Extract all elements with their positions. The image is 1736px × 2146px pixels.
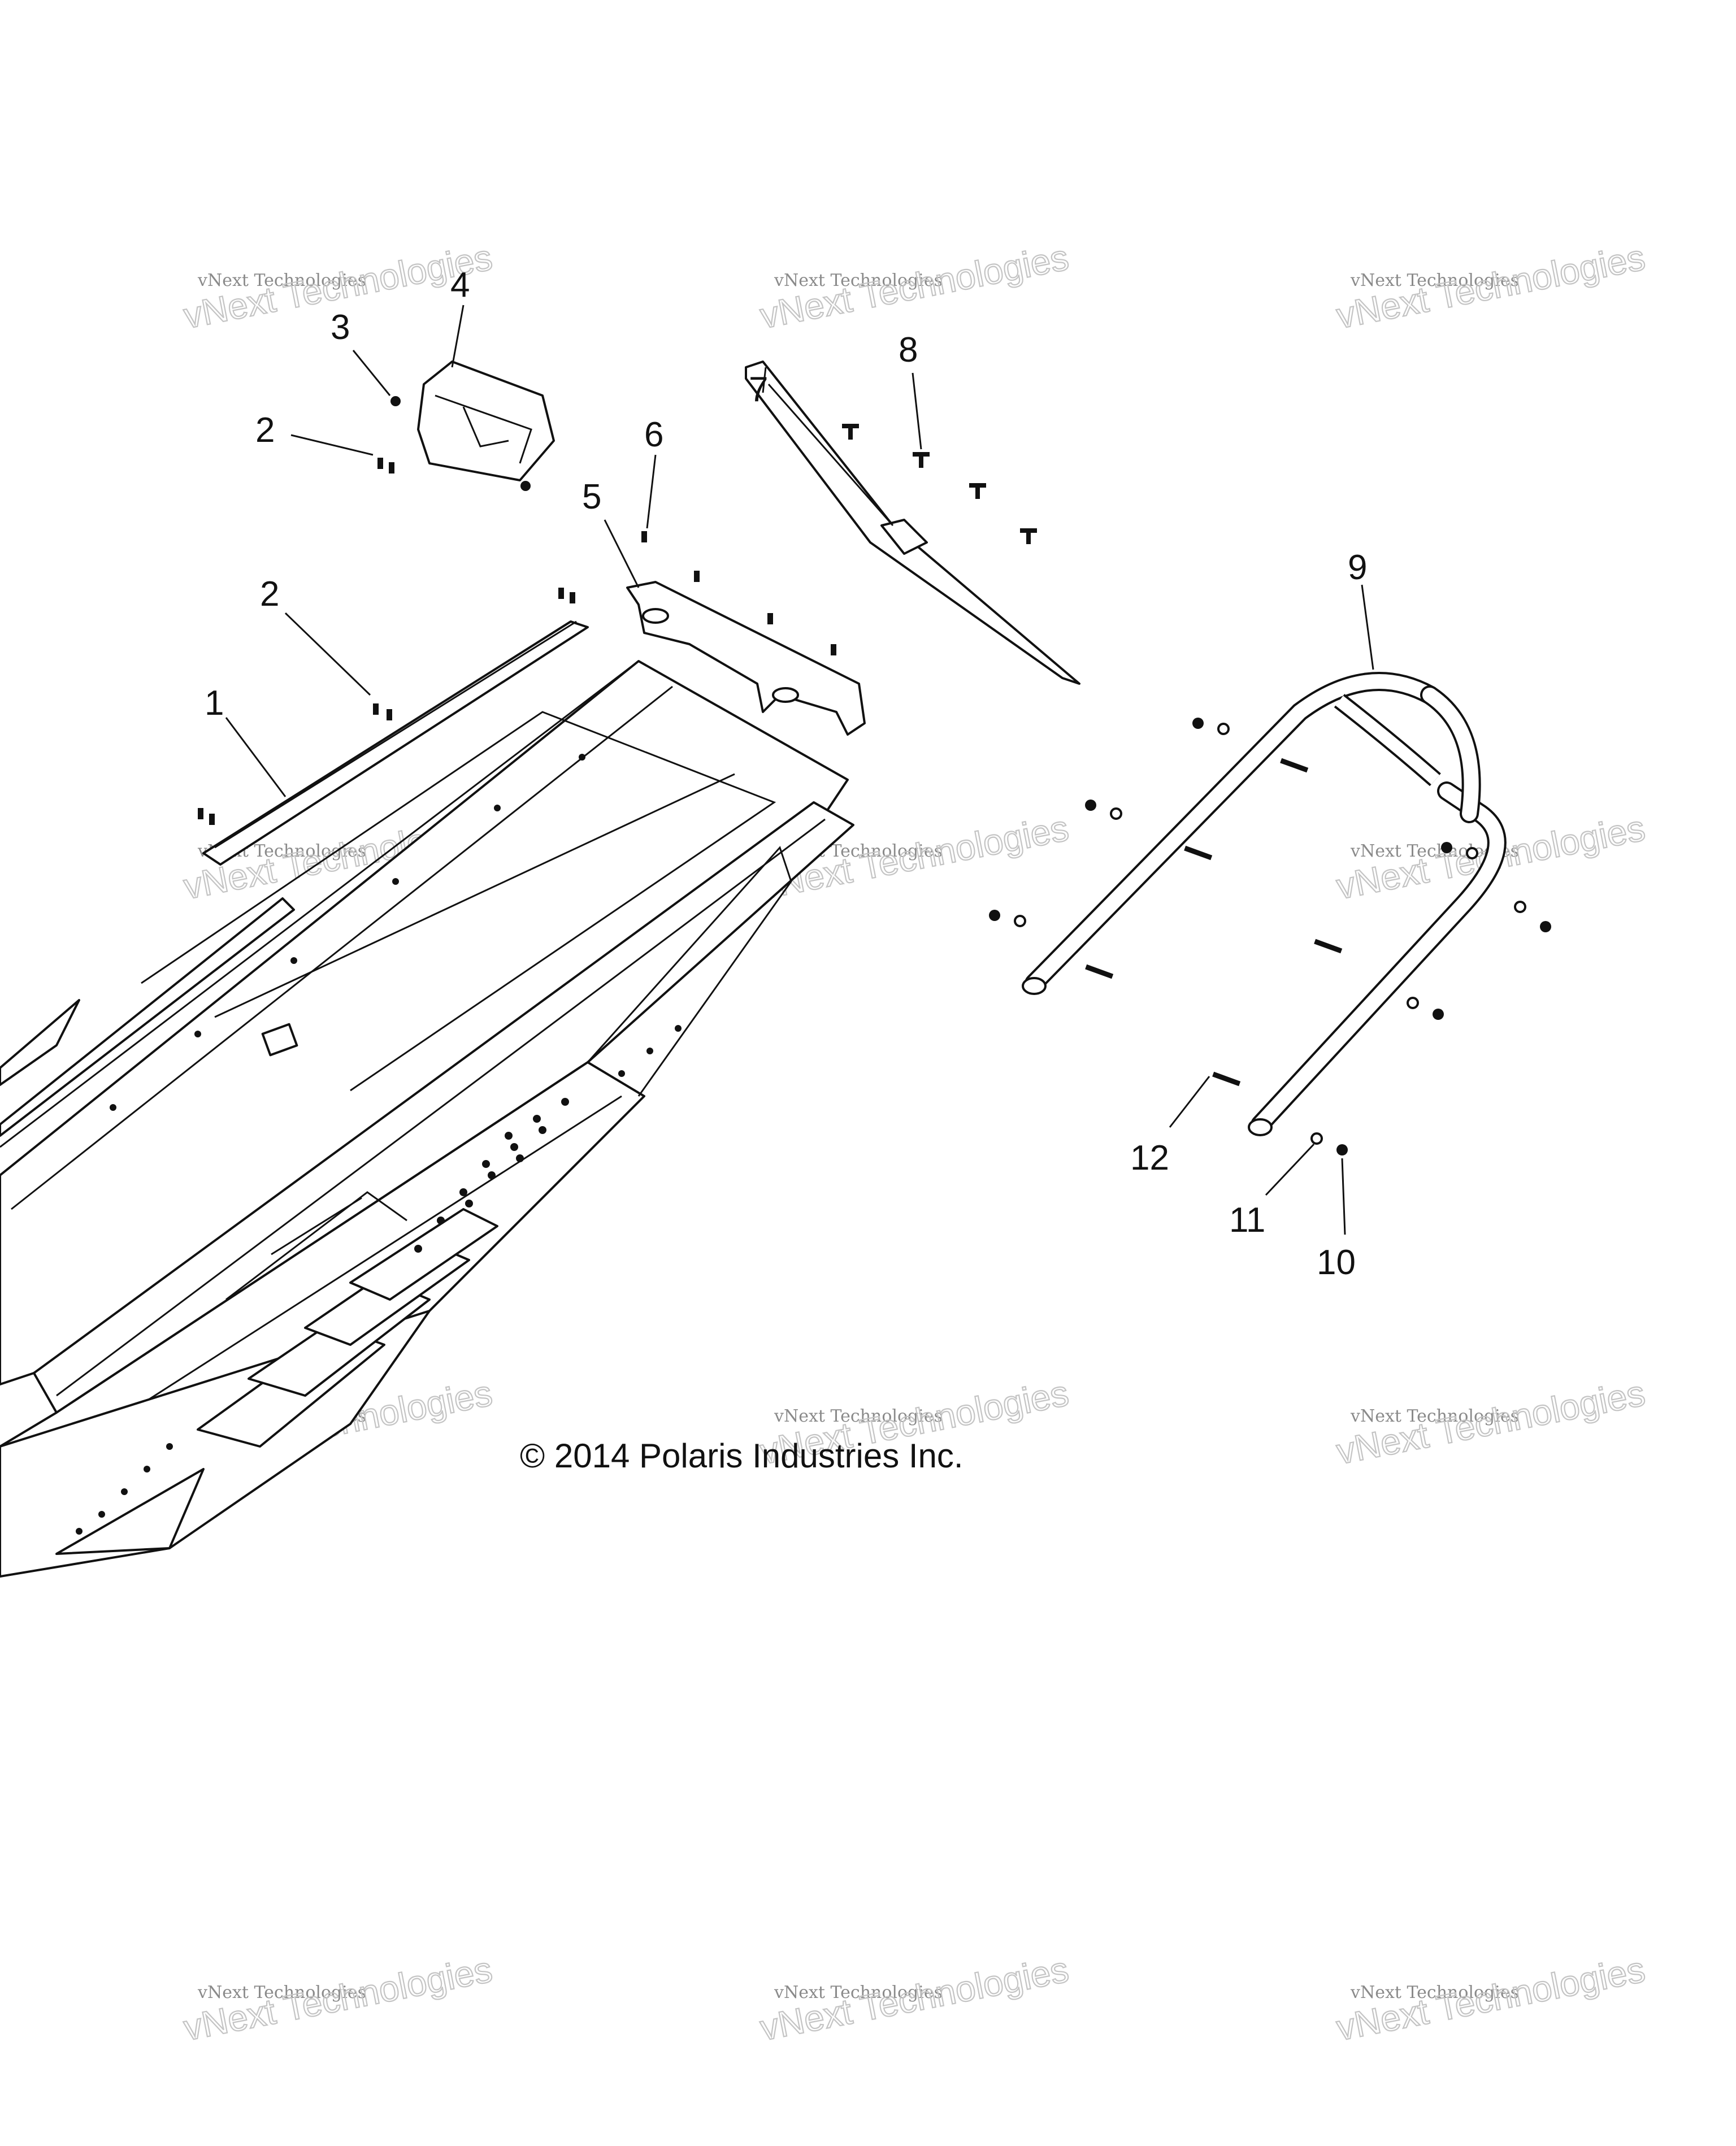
watermark-small: vNext Technologies — [774, 1983, 943, 2002]
watermark-small: vNext Technologies — [197, 1983, 366, 2002]
part-4-cover — [417, 360, 555, 481]
callout-2-upper: 2 — [255, 411, 275, 450]
washers — [1014, 723, 1526, 1145]
watermark: vNext Technologies vNext Technologies — [756, 236, 1073, 337]
callout-8: 8 — [899, 331, 918, 370]
watermark-small: vNext Technologies — [774, 271, 943, 290]
footrest-steps — [197, 1191, 498, 1448]
part-9-grab-bar — [1022, 672, 1507, 1136]
rivet-dots — [76, 754, 682, 1535]
watermark: vNext Technologies vNext Technologies — [1333, 1372, 1649, 1473]
watermark: vNext Technologies vNext Technologies — [1333, 236, 1649, 337]
callout-4: 4 — [450, 266, 470, 305]
part-5-bracket — [626, 581, 866, 736]
watermark-small: vNext Technologies — [197, 271, 366, 290]
callout-6: 6 — [644, 415, 663, 454]
watermark: vNext Technologies vNext Technologies — [1333, 1948, 1649, 2049]
callouts: 1 2 2 3 4 5 6 7 8 9 10 11 12 — [205, 266, 1367, 1282]
callout-2-lower: 2 — [260, 575, 279, 614]
watermark-small: vNext Technologies — [1350, 1406, 1519, 1426]
callout-11: 11 — [1229, 1201, 1265, 1240]
watermark-small: vNext Technologies — [774, 1406, 943, 1426]
part-1-rail — [202, 620, 589, 866]
watermark-small: vNext Technologies — [1350, 271, 1519, 290]
tunnel-assembly — [0, 660, 854, 1578]
callout-1: 1 — [205, 684, 224, 723]
watermark-small: vNext Technologies — [1350, 1983, 1519, 2002]
callout-7: 7 — [749, 370, 768, 409]
part-7-bracket — [745, 360, 1080, 685]
fasteners — [198, 396, 1551, 1155]
callout-9: 9 — [1348, 548, 1367, 587]
callout-10: 10 — [1317, 1243, 1356, 1282]
callout-12: 12 — [1130, 1139, 1169, 1178]
leader-lines — [225, 305, 1374, 1235]
watermark: vNext Technologies vNext Technologies — [756, 1948, 1073, 2049]
copyright-notice: © 2014 Polaris Industries Inc. — [520, 1437, 964, 1475]
callout-3: 3 — [331, 308, 350, 347]
callout-5: 5 — [582, 477, 601, 516]
watermark: vNext Technologies vNext Technologies — [180, 1948, 496, 2049]
